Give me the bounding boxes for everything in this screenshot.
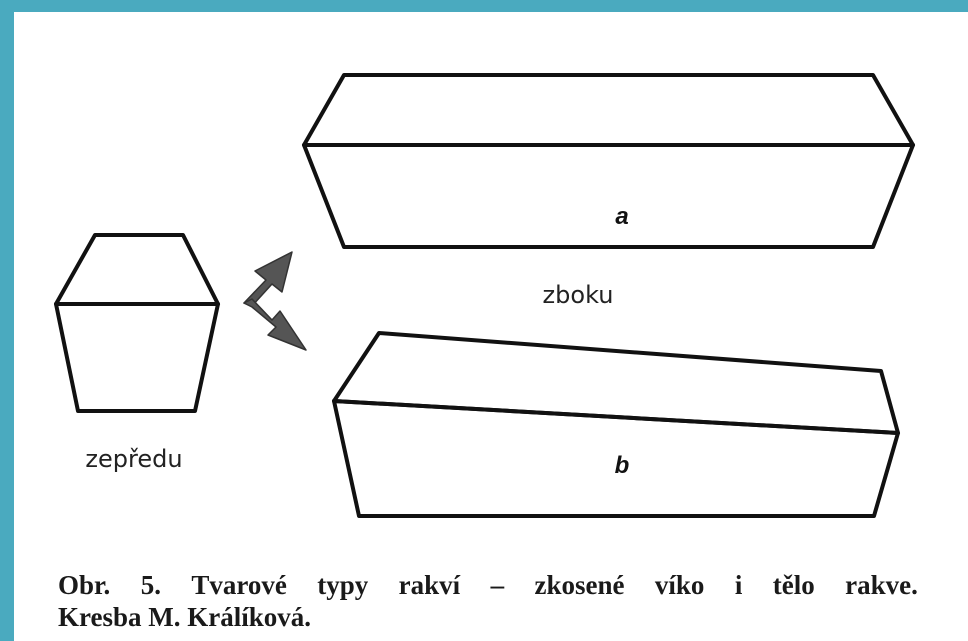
caption-word: zkosené [534,570,625,600]
side-view-b-coffin [332,331,900,518]
arrow-up-right [243,251,293,307]
caption-word: i [734,570,743,600]
caption-line-2: Kresba M. Králíková. [58,602,311,632]
caption-word: víko [654,570,705,600]
side-view-a-coffin [302,73,915,249]
caption-word: tělo [772,570,815,600]
arrow-down-right [243,298,307,351]
figure-sheet [14,12,968,641]
front-view-body [54,302,220,413]
front-view-label: zepředu [85,445,182,473]
caption-word: rakve. [845,570,918,600]
front-view-coffin [54,233,220,413]
branch-arrow-icon [243,251,307,351]
caption-word: typy [317,570,369,600]
caption-word: rakví [398,570,461,600]
caption-word: Tvarové [191,570,287,600]
side-view-a-lid [302,73,915,147]
caption-line-1: Obr. 5. Tvarové typy rakví – zkosené vík… [58,569,918,601]
side-view-a-body [302,143,915,249]
figure-caption: Obr. 5. Tvarové typy rakví – zkosené vík… [58,569,918,633]
variant-a-label: a [615,203,628,230]
side-view-label: zboku [543,281,614,309]
caption-word: – [490,570,505,600]
caption-word: Obr. [58,570,111,600]
side-view-b-body [332,399,900,518]
caption-word: 5. [140,570,161,600]
front-view-lid [54,233,220,306]
variant-b-label: b [615,452,630,479]
